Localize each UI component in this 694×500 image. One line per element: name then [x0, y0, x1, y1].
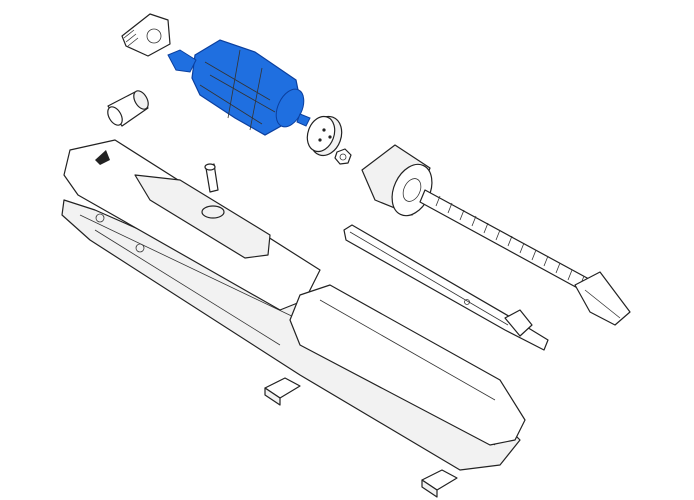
pin-icon[interactable] [204, 163, 219, 193]
housing-cover-icon[interactable] [63, 139, 526, 446]
control-board-icon[interactable] [121, 13, 171, 57]
capacitor-icon[interactable] [105, 88, 151, 127]
worm-screw-drum-icon[interactable] [361, 144, 631, 326]
nut-icon[interactable] [334, 148, 352, 165]
guide-bracket-icon[interactable] [343, 224, 549, 351]
coupling-disc-icon[interactable] [303, 112, 347, 160]
housing-base-icon[interactable] [61, 199, 521, 471]
mounting-bracket-icon[interactable] [421, 469, 458, 498]
electric-motor-icon[interactable] [167, 39, 311, 136]
mounting-bracket-icon[interactable] [264, 377, 301, 406]
